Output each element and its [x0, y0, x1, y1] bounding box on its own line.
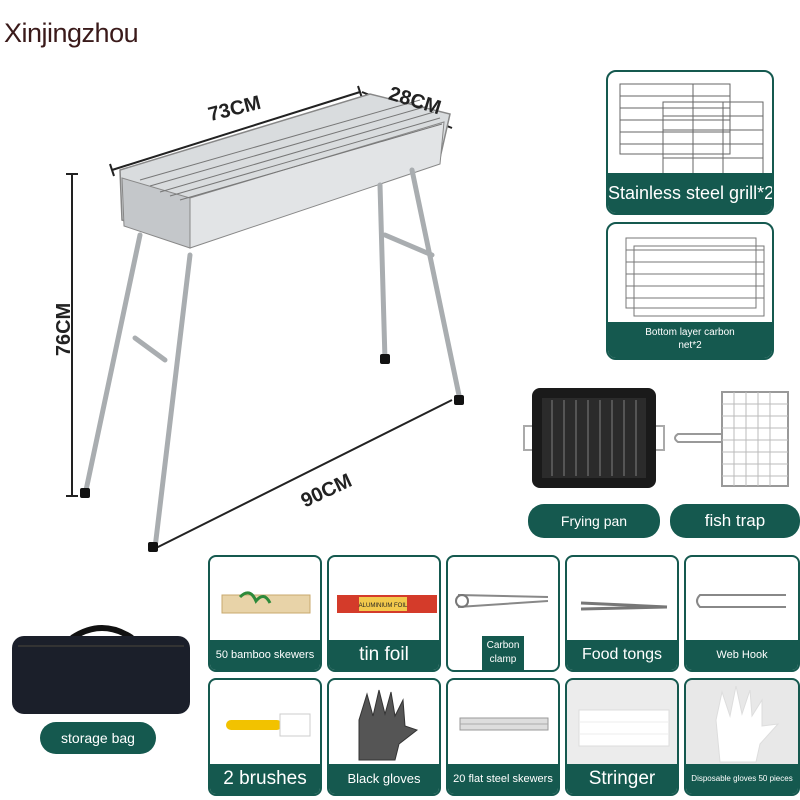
- stringer-image: [578, 709, 670, 747]
- frying-pan-label: Frying pan: [528, 504, 660, 538]
- bamboo-skewers-image: [221, 591, 311, 614]
- accessory-tin-foil: ALUMINIUM FOIL tin foil: [327, 555, 441, 672]
- carbon-net-label-line2: net*2: [678, 340, 702, 351]
- foil-box-text: ALUMINIUM FOIL: [359, 603, 408, 609]
- height-label: 76CM: [53, 302, 76, 357]
- accessory-flat-skewers: 20 flat steel skewers: [446, 678, 560, 796]
- web-hook-image: [696, 594, 786, 608]
- food-tongs-label: Food tongs: [567, 640, 677, 670]
- accessory-brushes: 2 brushes: [208, 678, 322, 796]
- brand-name: Xinjingzhou: [4, 18, 139, 48]
- brush-image: [226, 713, 311, 737]
- bamboo-skewers-label: 50 bamboo skewers: [210, 640, 320, 670]
- storage-bag-image: [12, 625, 190, 714]
- disposable-gloves-label: Disposable gloves 50 pieces: [686, 764, 798, 794]
- web-hook-label: Web Hook: [686, 640, 798, 670]
- disposable-glove-image: [715, 685, 780, 763]
- carbon-net-label: Bottom layer carbon net*2: [608, 322, 772, 358]
- tin-foil-label: tin foil: [329, 640, 439, 670]
- carbon-clamp-label: Carbon clamp: [482, 636, 524, 670]
- black-gloves-label: Black gloves: [329, 764, 439, 794]
- black-glove-image: [358, 689, 419, 761]
- grill-grates-image: [619, 83, 764, 175]
- carbon-net-label-line1: Bottom layer carbon: [645, 327, 735, 338]
- carbon-clamp-image: [455, 594, 549, 608]
- accessory-bamboo-skewers: 50 bamboo skewers: [208, 555, 322, 672]
- carbon-net-image: [625, 237, 765, 317]
- tin-foil-image: ALUMINIUM FOIL: [337, 595, 437, 613]
- food-tongs-image: [580, 601, 668, 611]
- carbon-net-panel: Bottom layer carbon net*2: [606, 222, 774, 360]
- brushes-label: 2 brushes: [210, 764, 320, 794]
- grill-panel: Stainless steel grill*2: [606, 70, 774, 215]
- stringer-label: Stringer: [567, 764, 677, 794]
- flat-skewers-label: 20 flat steel skewers: [448, 764, 558, 794]
- bbq-grill-image: [66, 85, 464, 552]
- accessory-stringer: Stringer: [565, 678, 679, 796]
- accessory-food-tongs: Food tongs: [565, 555, 679, 672]
- frying-pan-image: [523, 388, 665, 488]
- grill-label: Stainless steel grill*2: [608, 173, 772, 213]
- flat-skewers-image: [459, 717, 549, 731]
- accessory-web-hook: Web Hook: [684, 555, 800, 672]
- fish-trap-label: fish trap: [670, 504, 800, 538]
- accessory-black-gloves: Black gloves: [327, 678, 441, 796]
- storage-bag-label: storage bag: [40, 722, 156, 754]
- accessory-disposable-gloves: Disposable gloves 50 pieces: [684, 678, 800, 796]
- fish-trap-image: [674, 391, 789, 487]
- accessory-carbon-clamp: Carbon clamp: [446, 555, 560, 672]
